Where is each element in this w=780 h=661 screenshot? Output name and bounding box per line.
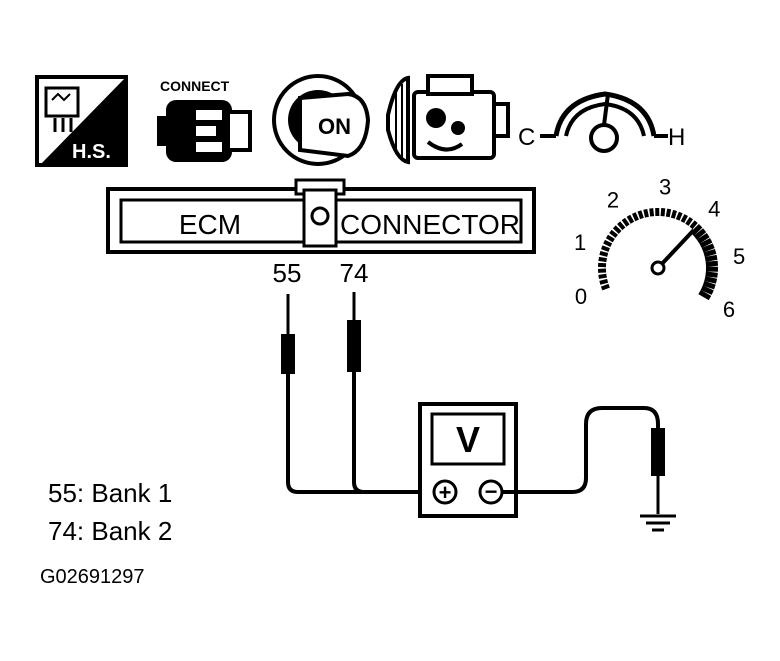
- tach-tick: [649, 208, 655, 217]
- tach-tick: [665, 208, 672, 218]
- tach-tick: [704, 254, 718, 262]
- tach-label-2: 2: [607, 187, 619, 212]
- tach-tick: [702, 280, 716, 290]
- tach-tick: [617, 221, 626, 231]
- terminal-55-label: 55: [273, 258, 302, 288]
- probe-55: [281, 294, 425, 494]
- negative-terminal-label: −: [485, 479, 498, 504]
- ground-lead: [502, 406, 665, 514]
- tach-label-0: 0: [575, 284, 587, 309]
- tach-tick: [609, 229, 618, 238]
- terminal-74-label: 74: [340, 258, 369, 288]
- hot-shutoff-icon: H.S.: [35, 75, 128, 167]
- ignition-on-label: ON: [318, 114, 351, 139]
- tach-tick: [703, 249, 717, 258]
- tach-tick: [626, 214, 635, 224]
- tach-tick: [660, 208, 666, 217]
- tach-tick: [621, 217, 630, 227]
- connector-label: CONNECTOR: [340, 209, 520, 240]
- tach-tick: [701, 243, 715, 253]
- tach-tick: [670, 209, 677, 219]
- tach-hub: [650, 260, 666, 276]
- engine-icon: [386, 74, 510, 165]
- tach-tick: [598, 256, 607, 263]
- temp-hot-label: H: [668, 124, 685, 151]
- tach-tick: [705, 260, 719, 267]
- tach-label-3: 3: [659, 174, 671, 199]
- ecm-label: ECM: [179, 209, 241, 240]
- tach-tick: [600, 283, 610, 291]
- temperature-gauge-icon: C H: [518, 91, 685, 153]
- tach-tick: [637, 210, 644, 220]
- tach-tick: [698, 289, 712, 301]
- tach-tick: [705, 271, 718, 278]
- tach-tick: [704, 276, 718, 284]
- probe-74: [347, 292, 365, 494]
- tach-tick: [699, 238, 713, 249]
- voltmeter: V + −: [418, 402, 518, 518]
- tach-tick: [675, 211, 683, 221]
- positive-terminal-label: +: [439, 480, 452, 505]
- tach-tick: [603, 239, 613, 248]
- tach-tick: [612, 225, 622, 234]
- tach-label-6: 6: [723, 297, 735, 322]
- connect-label: CONNECT: [160, 78, 230, 94]
- tach-tick: [599, 278, 609, 285]
- tach-tick: [689, 220, 698, 230]
- ground-symbol-icon: [640, 514, 676, 532]
- tach-tick: [605, 234, 615, 243]
- tach-tick: [696, 233, 710, 244]
- tach-tick: [643, 208, 649, 218]
- tach-tick: [700, 285, 714, 295]
- legend-bank-2: 74: Bank 2: [48, 516, 173, 546]
- tach-tick: [632, 212, 639, 222]
- tach-tick: [599, 251, 609, 257]
- ecm-connector: ECM CONNECTOR: [106, 178, 536, 254]
- legend-bank-1: 55: Bank 1: [48, 478, 173, 508]
- hs-label: H.S.: [72, 141, 111, 163]
- tach-needle: [656, 228, 696, 270]
- temp-cold-label: C: [518, 124, 535, 151]
- tach-tick: [685, 217, 693, 226]
- tach-label-5: 5: [733, 244, 745, 269]
- voltmeter-label: V: [456, 419, 480, 460]
- tach-tick: [693, 228, 707, 240]
- tachometer-gauge: 0 12 3 45 6: [574, 174, 745, 322]
- tach-label-1: 1: [574, 230, 586, 255]
- tach-tick: [601, 245, 610, 252]
- figure-code: G02691297: [40, 566, 145, 588]
- tach-label-4: 4: [708, 196, 720, 221]
- ignition-key-icon: ON: [272, 74, 371, 166]
- connector-icon: CONNECT: [157, 78, 252, 162]
- tach-tick: [598, 273, 607, 279]
- tach-tick: [680, 214, 688, 224]
- positive-terminal: [432, 479, 458, 505]
